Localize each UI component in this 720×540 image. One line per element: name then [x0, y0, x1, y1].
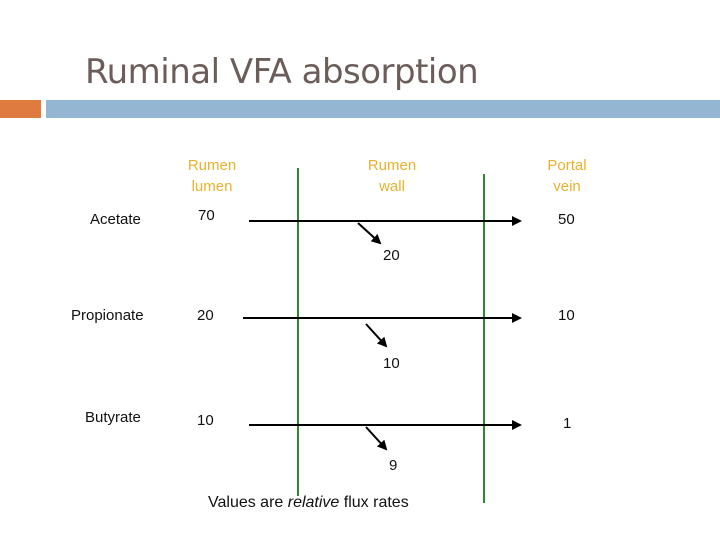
membrane-line-lumen-wall: [297, 168, 299, 496]
header-line: Rumen: [367, 157, 417, 174]
header-rumen-wall: Rumen wall: [342, 155, 442, 197]
label-acetate: Acetate: [90, 211, 141, 228]
header-line: Portal: [547, 157, 587, 174]
arrow-propionate-wall: [365, 323, 388, 348]
header-line: lumen: [191, 178, 233, 195]
label-butyrate: Butyrate: [85, 409, 141, 426]
header-portal-vein: Portal vein: [517, 155, 617, 197]
slide-title: Ruminal VFA absorption: [85, 52, 479, 92]
value-butyrate-portal: 1: [563, 415, 572, 432]
footer-emphasis: relative: [287, 494, 340, 511]
accent-bar-blue: [46, 100, 720, 118]
footer-prefix: Values are: [208, 494, 288, 511]
value-propionate-portal: 10: [558, 307, 575, 324]
header-line: wall: [379, 178, 405, 195]
membrane-line-wall-portal: [483, 174, 485, 503]
header-line: Rumen: [187, 157, 237, 174]
accent-bar-orange: [0, 100, 41, 118]
footer-suffix: flux rates: [339, 494, 409, 511]
value-butyrate-wall: 9: [389, 457, 398, 474]
header-line: vein: [553, 178, 581, 195]
value-propionate-lumen: 20: [197, 307, 214, 324]
value-butyrate-lumen: 10: [197, 412, 214, 429]
value-propionate-wall: 10: [383, 355, 400, 372]
footer-note: Values are relative flux rates: [208, 494, 409, 512]
value-acetate-lumen: 70: [198, 207, 215, 224]
label-propionate: Propionate: [71, 307, 144, 324]
value-acetate-wall: 20: [383, 247, 400, 264]
arrow-acetate-wall: [357, 222, 382, 245]
arrow-butyrate-wall: [365, 426, 388, 451]
header-rumen-lumen: Rumen lumen: [162, 155, 262, 197]
value-acetate-portal: 50: [558, 211, 575, 228]
